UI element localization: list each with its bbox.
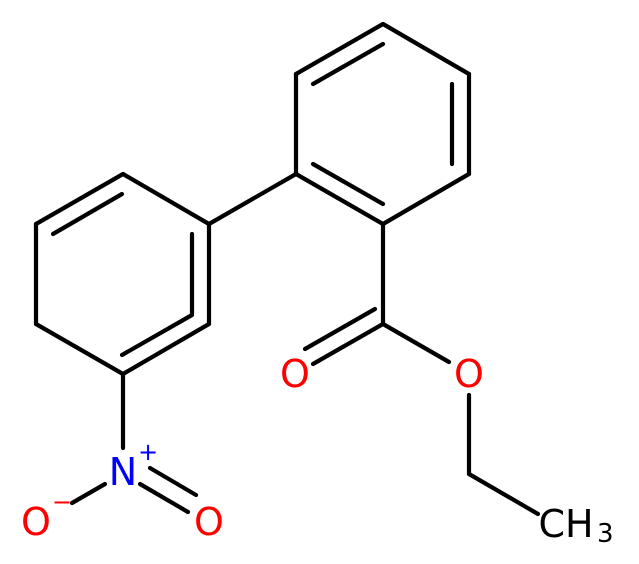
bond [380,21,472,77]
biaryl-bond [206,171,299,227]
nitrogen-atom: N + [109,438,158,494]
carbonyl-oxygen-label: O [280,352,310,396]
bond [120,171,212,227]
nitrogen-charge: + [138,438,158,466]
nitro-oxygen-minus-label: O [21,500,51,544]
bond [380,321,452,365]
nitrophenyl-ring [33,171,212,377]
double-bond-inner [310,161,386,207]
methyl-label: CH [538,502,593,546]
bond [466,471,541,517]
benzoate-ring [293,21,472,227]
nitro-oxygen-double-label: O [194,500,224,544]
nitro-group [69,371,199,515]
double-bond-inner [119,312,195,358]
bond [380,171,472,227]
double-bond-inner [310,41,386,87]
ester-group [302,221,541,517]
methyl-subscript: 3 [597,519,614,549]
double-bond-inner [50,191,125,237]
ester-oxygen-label: O [454,352,484,396]
bond [293,21,386,77]
bond [33,321,126,377]
methyl-group: CH 3 [538,502,613,549]
carbonyl-double-bond [302,306,378,352]
bond [120,321,212,377]
carbonyl-double-bond [310,321,386,367]
nitro-oxygen-minus-atom: O − [21,488,72,544]
nitrogen-label: N [109,450,137,494]
bond [33,171,126,227]
bond [69,481,108,506]
nitro-double-bond [137,481,191,515]
nitro-oxygen-charge: − [52,488,72,516]
nitro-double-bond [147,465,199,498]
bond [293,171,386,227]
